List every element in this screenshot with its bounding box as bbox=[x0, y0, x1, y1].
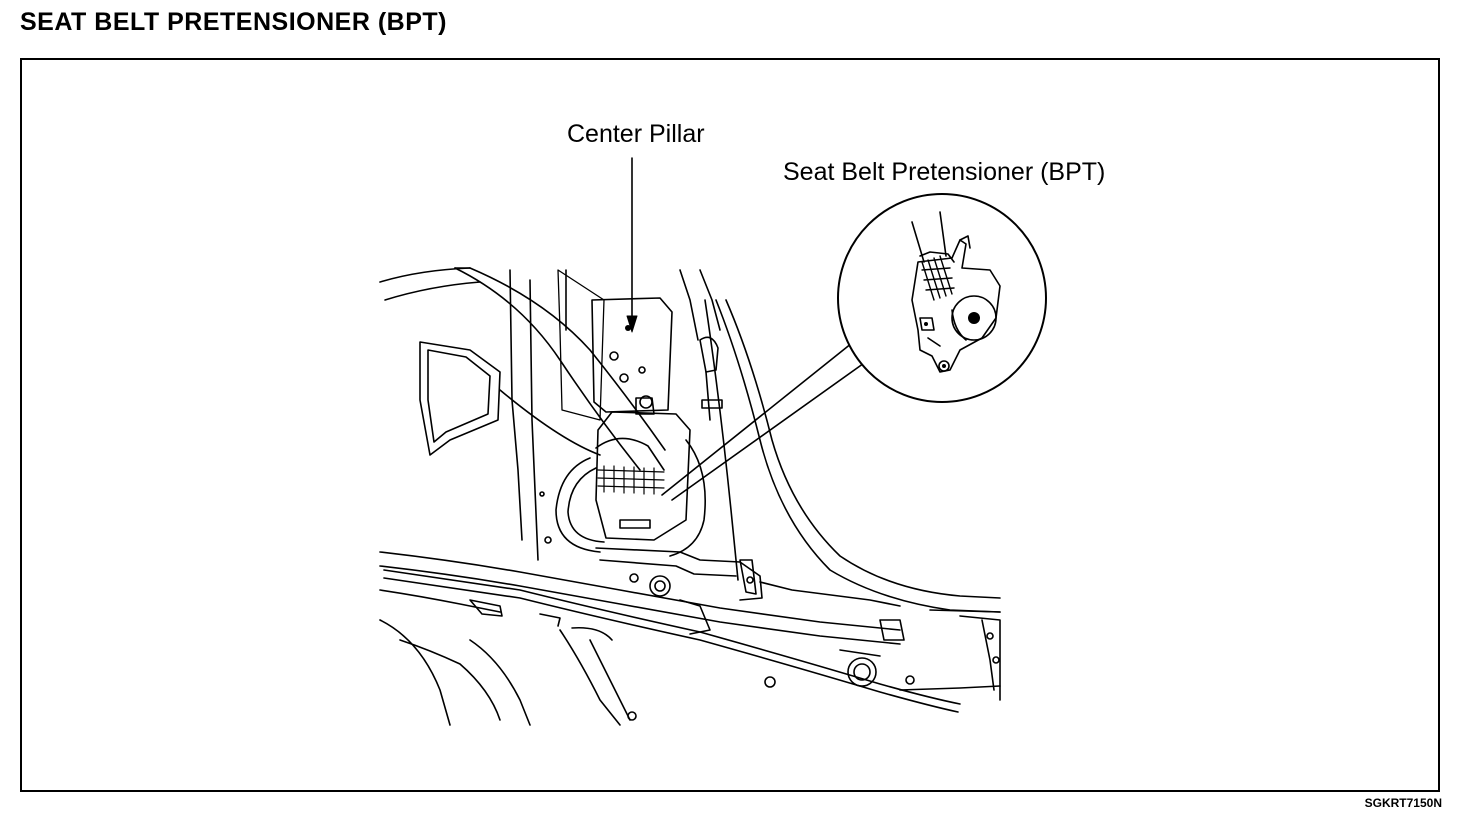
figure-frame bbox=[20, 58, 1440, 792]
figure-code: SGKRT7150N bbox=[1364, 796, 1442, 810]
center-pillar-label: Center Pillar bbox=[567, 120, 705, 148]
seat-belt-pretensioner-label: Seat Belt Pretensioner (BPT) bbox=[783, 158, 1106, 186]
center-pillar-leader bbox=[626, 157, 638, 333]
magnifier-callout-lines bbox=[661, 334, 875, 501]
bpt-magnifier-circle bbox=[837, 193, 1047, 403]
vehicle-body-drawing bbox=[379, 267, 1001, 726]
page-title: SEAT BELT PRETENSIONER (BPT) bbox=[20, 8, 447, 36]
